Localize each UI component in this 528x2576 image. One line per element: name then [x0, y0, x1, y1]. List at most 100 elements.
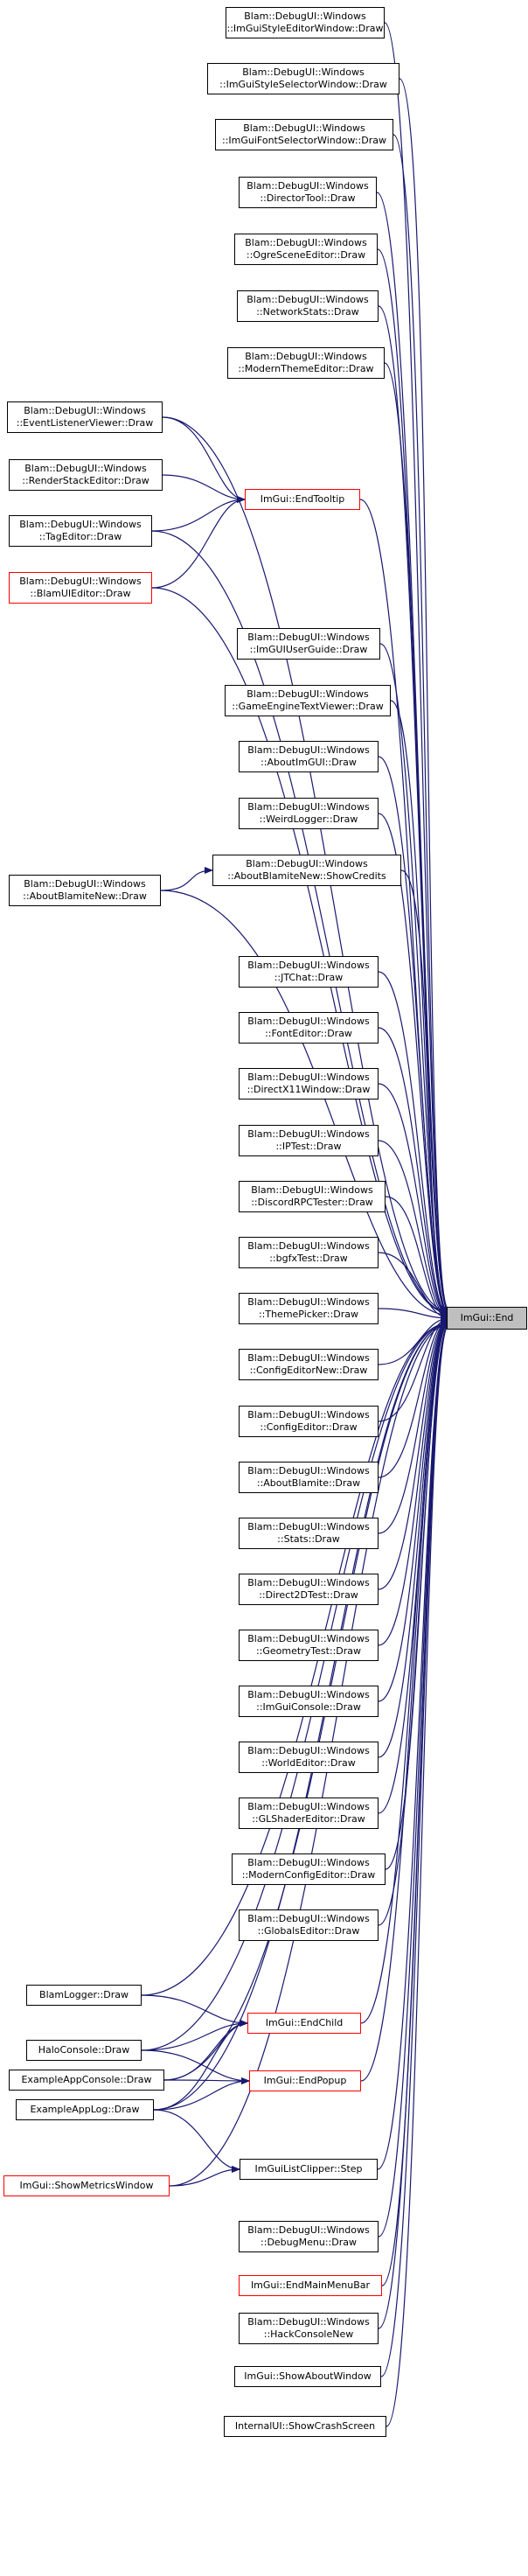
edge-geometrytest-to-end	[378, 1316, 449, 1646]
edge-directx11window-to-end	[378, 1083, 449, 1320]
node-label-line-2: ::EventListenerViewer::Draw	[16, 417, 154, 429]
node-label-line-1: Blam::DebugUI::Windows	[247, 688, 369, 700]
edge-renderstackeditor-to-endtooltip	[162, 474, 246, 503]
node-ogresceneeditor[interactable]: Blam::DebugUI::Windows::OgreSceneEditor:…	[234, 234, 378, 265]
node-label-line-1: HaloConsole::Draw	[38, 2044, 130, 2056]
node-imguiuserguide[interactable]: Blam::DebugUI::Windows::ImGUIUserGuide::…	[237, 628, 380, 660]
node-exampleapplog[interactable]: ExampleAppLog::Draw	[16, 2099, 154, 2120]
node-label-line-1: Blam::DebugUI::Windows	[242, 66, 365, 78]
node-jtchat[interactable]: Blam::DebugUI::Windows::JTChat::Draw	[239, 956, 379, 988]
node-globalseditor[interactable]: Blam::DebugUI::Windows::GlobalsEditor::D…	[239, 1909, 379, 1941]
node-label-line-2: ::ConfigEditorNew::Draw	[249, 1365, 368, 1376]
node-imguistyleeditor[interactable]: Blam::DebugUI::Windows::ImGuiStyleEditor…	[226, 7, 385, 38]
node-label-line-2: ::AboutImGUI::Draw	[261, 757, 357, 768]
node-aboutblamitenewcredits[interactable]: Blam::DebugUI::Windows::AboutBlamiteNew:…	[212, 855, 401, 886]
node-label-line-1: ImGui::EndChild	[265, 2017, 344, 2028]
node-label-line-1: Blam::DebugUI::Windows	[247, 1689, 370, 1700]
node-configeditornew[interactable]: Blam::DebugUI::Windows::ConfigEditorNew:…	[239, 1349, 379, 1380]
node-label-line-2: ::AboutBlamiteNew::Draw	[23, 890, 147, 902]
node-bgfxtest[interactable]: Blam::DebugUI::Windows::bgfxTest::Draw	[239, 1237, 379, 1268]
node-label-line-1: Blam::DebugUI::Windows	[247, 1409, 370, 1421]
node-gameenginetextviewer[interactable]: Blam::DebugUI::Windows::GameEngineTextVi…	[225, 685, 391, 716]
node-label-line-2: ::ImGUIUserGuide::Draw	[249, 644, 368, 655]
node-debugmenu[interactable]: Blam::DebugUI::Windows::DebugMenu::Draw	[239, 2221, 379, 2252]
node-stats[interactable]: Blam::DebugUI::Windows::Stats::Draw	[239, 1518, 379, 1549]
node-label-line-2: ::Stats::Draw	[277, 1533, 340, 1545]
node-label-line-2: ::RenderStackEditor::Draw	[22, 475, 149, 486]
node-direct2dtest[interactable]: Blam::DebugUI::Windows::Direct2DTest::Dr…	[239, 1574, 379, 1605]
node-imguistyleselector[interactable]: Blam::DebugUI::Windows::ImGuiStyleSelect…	[207, 63, 399, 94]
node-label-line-1: Blam::DebugUI::Windows	[247, 1072, 370, 1083]
node-listclipperstep[interactable]: ImGuiListClipper::Step	[240, 2159, 378, 2180]
node-endtooltip[interactable]: ImGui::EndTooltip	[245, 489, 360, 510]
node-aboutblamite[interactable]: Blam::DebugUI::Windows::AboutBlamite::Dr…	[239, 1462, 379, 1493]
node-label-line-1: Blam::DebugUI::Windows	[19, 576, 142, 587]
edge-bgfxtest-to-end	[378, 1252, 449, 1322]
node-label-line-1: Blam::DebugUI::Windows	[251, 1184, 373, 1196]
node-label-line-1: Blam::DebugUI::Windows	[247, 1633, 370, 1644]
node-label-line-1: Blam::DebugUI::Windows	[245, 237, 367, 248]
node-endmainmenubar[interactable]: ImGui::EndMainMenuBar	[239, 2275, 382, 2296]
node-label-line-1: InternalUI::ShowCrashScreen	[234, 2420, 376, 2432]
node-label-line-1: Blam::DebugUI::Windows	[24, 405, 146, 416]
node-weirdlogger[interactable]: Blam::DebugUI::Windows::WeirdLogger::Dra…	[239, 798, 379, 829]
node-glshadereditor[interactable]: Blam::DebugUI::Windows::GLShaderEditor::…	[239, 1798, 379, 1829]
node-label-line-1: Blam::DebugUI::Windows	[247, 632, 370, 643]
edge-modernthemeeditor-to-end	[384, 362, 449, 1315]
node-geometrytest[interactable]: Blam::DebugUI::Windows::GeometryTest::Dr…	[239, 1630, 379, 1661]
node-networkstats[interactable]: Blam::DebugUI::Windows::NetworkStats::Dr…	[237, 290, 379, 322]
node-label-line-2: ::ImGuiFontSelectorWindow::Draw	[222, 135, 386, 146]
node-label-line-2: ::IPTest::Draw	[275, 1141, 342, 1152]
edge-aboutblamitenew-to-end	[160, 890, 449, 1319]
node-showaboutwindow[interactable]: ImGui::ShowAboutWindow	[234, 2366, 381, 2387]
node-label-line-2: ::ImGuiStyleSelectorWindow::Draw	[219, 79, 387, 90]
node-label-line-1: Blam::DebugUI::Windows	[247, 294, 369, 305]
node-aboutblamitenew[interactable]: Blam::DebugUI::Windows::AboutBlamiteNew:…	[9, 875, 161, 906]
node-label-line-2: ::AboutBlamite::Draw	[256, 1477, 361, 1489]
node-eventlistenerviewer[interactable]: Blam::DebugUI::Windows::EventListenerVie…	[7, 401, 163, 433]
node-blamlogger[interactable]: BlamLogger::Draw	[26, 1985, 142, 2006]
node-endchild[interactable]: ImGui::EndChild	[247, 2013, 361, 2034]
node-showmetricswindow[interactable]: ImGui::ShowMetricsWindow	[3, 2175, 170, 2196]
node-hackconsolenew[interactable]: Blam::DebugUI::Windows::HackConsoleNew	[239, 2313, 379, 2344]
node-themepicker[interactable]: Blam::DebugUI::Windows::ThemePicker::Dra…	[239, 1293, 379, 1324]
node-showcrashscreen[interactable]: InternalUI::ShowCrashScreen	[224, 2416, 386, 2437]
node-imguiconsole[interactable]: Blam::DebugUI::Windows::ImGuiConsole::Dr…	[239, 1686, 379, 1717]
node-discordrpctester[interactable]: Blam::DebugUI::Windows::DiscordRPCTester…	[239, 1181, 386, 1212]
node-label-line-1: ExampleAppConsole::Draw	[21, 2074, 152, 2085]
node-tageditor[interactable]: Blam::DebugUI::Windows::TagEditor::Draw	[9, 515, 152, 547]
node-label-line-2: ::JTChat::Draw	[274, 972, 344, 983]
node-renderstackeditor[interactable]: Blam::DebugUI::Windows::RenderStackEdito…	[9, 459, 163, 491]
node-endpopup[interactable]: ImGui::EndPopup	[249, 2070, 361, 2091]
edge-discordrpctester-to-end	[385, 1196, 449, 1321]
node-label-line-2: ::OgreSceneEditor::Draw	[246, 249, 366, 261]
node-label-line-2: ::BlamUIEditor::Draw	[30, 588, 131, 599]
node-worldeditor[interactable]: Blam::DebugUI::Windows::WorldEditor::Dra…	[239, 1742, 379, 1773]
node-modernthemeeditor[interactable]: Blam::DebugUI::Windows::ModernThemeEdito…	[227, 347, 385, 379]
node-label-line-2: ::AboutBlamiteNew::ShowCredits	[227, 870, 386, 882]
node-label-line-2: ::GameEngineTextViewer::Draw	[232, 701, 384, 712]
edge-directortool-to-end	[376, 192, 449, 1314]
node-label-line-1: Blam::DebugUI::Windows	[247, 1857, 370, 1868]
edge-worldeditor-to-end	[378, 1317, 449, 1758]
node-modernconfigeditor[interactable]: Blam::DebugUI::Windows::ModernConfigEdit…	[232, 1853, 386, 1885]
edge-direct2dtest-to-end	[378, 1316, 449, 1590]
edge-aboutblamitenew-to-aboutblamitenewcredits	[160, 867, 213, 891]
node-fonteditor[interactable]: Blam::DebugUI::Windows::FontEditor::Draw	[239, 1012, 379, 1044]
edge-fonteditor-to-end	[378, 1027, 449, 1320]
node-configeditor[interactable]: Blam::DebugUI::Windows::ConfigEditor::Dr…	[239, 1406, 379, 1437]
node-haloconsole[interactable]: HaloConsole::Draw	[26, 2040, 142, 2061]
edge-showcrashscreen-to-end	[386, 1323, 449, 2427]
node-label-line-1: Blam::DebugUI::Windows	[247, 1296, 370, 1308]
node-label-line-1: Blam::DebugUI::Windows	[247, 960, 370, 971]
node-directortool[interactable]: Blam::DebugUI::Windows::DirectorTool::Dr…	[239, 177, 377, 208]
node-aboutimgui[interactable]: Blam::DebugUI::Windows::AboutImGUI::Draw	[239, 741, 379, 772]
node-label-line-2: ::DiscordRPCTester::Draw	[251, 1197, 373, 1208]
edge-stats-to-end	[378, 1316, 449, 1534]
node-imguifontselector[interactable]: Blam::DebugUI::Windows::ImGuiFontSelecto…	[215, 119, 393, 150]
node-directx11window[interactable]: Blam::DebugUI::Windows::DirectX11Window:…	[239, 1068, 379, 1100]
node-label-line-1: Blam::DebugUI::Windows	[24, 463, 147, 474]
node-exampleappconsole[interactable]: ExampleAppConsole::Draw	[9, 2070, 164, 2091]
node-iptest[interactable]: Blam::DebugUI::Windows::IPTest::Draw	[239, 1125, 379, 1156]
node-blamuieditor[interactable]: Blam::DebugUI::Windows::BlamUIEditor::Dr…	[9, 572, 152, 604]
